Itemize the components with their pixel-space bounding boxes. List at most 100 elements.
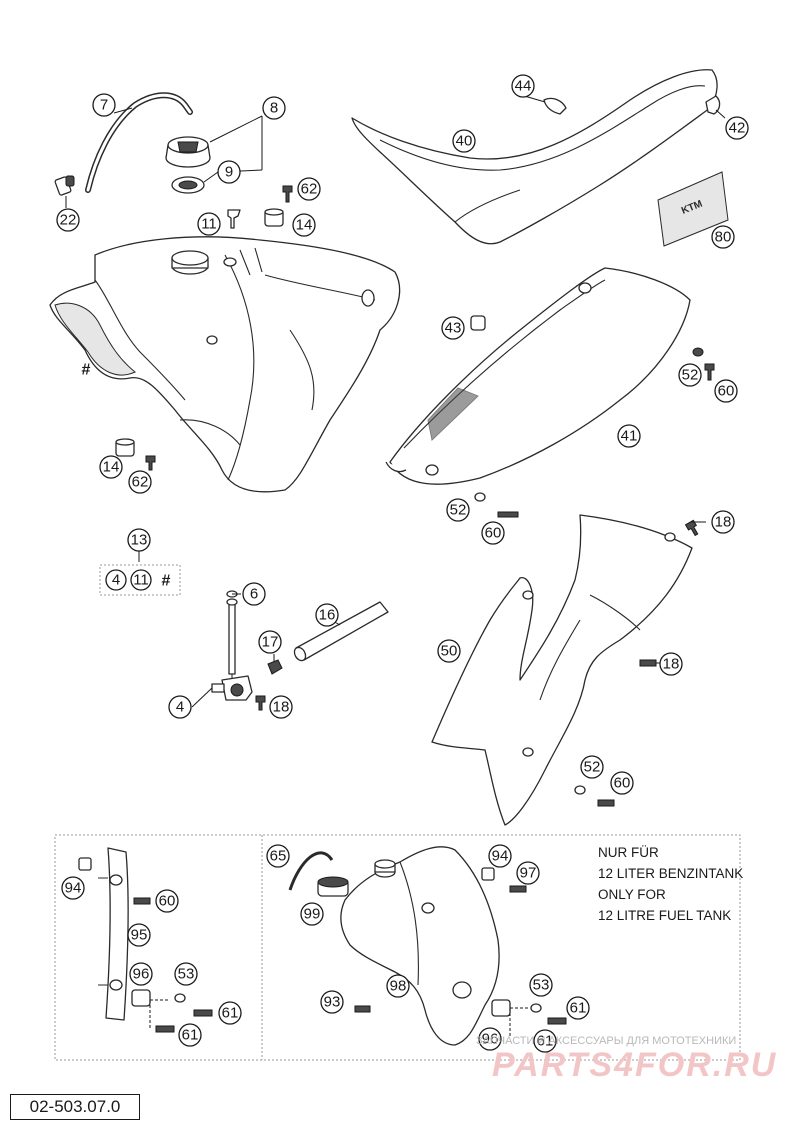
hash-mark: #: [82, 362, 91, 379]
screw-60b: [497, 511, 519, 518]
kit-item-4: 4: [105, 569, 127, 591]
fuel-tank: [49, 236, 401, 493]
callout-99: 99: [300, 902, 324, 926]
svg-text:61: 61: [570, 1000, 587, 1017]
svg-text:7: 7: [100, 97, 108, 114]
note-line-1: NUR FÜR: [598, 845, 659, 860]
svg-text:13: 13: [131, 532, 148, 549]
svg-text:14: 14: [296, 217, 313, 234]
rubber-block-96a: [131, 989, 151, 1007]
callout-96-right: 96: [478, 1027, 502, 1051]
svg-text:97: 97: [520, 865, 537, 882]
svg-text:42: 42: [729, 120, 746, 137]
svg-text:8: 8: [270, 100, 278, 117]
callout-62-lower: 62: [128, 470, 152, 494]
svg-text:94: 94: [492, 848, 509, 865]
callout-4: 4: [168, 695, 192, 719]
svg-text:61: 61: [222, 1005, 239, 1022]
svg-text:80: 80: [715, 229, 732, 246]
callout-18-top: 18: [711, 510, 735, 534]
watermark-subtitle: ЗАПЧАСТИ И АКСЕССУАРЫ ДЛЯ МОТОТЕХНИКИ: [476, 1035, 736, 1047]
svg-text:16: 16: [319, 607, 336, 624]
kit-contents-box: 4 11 #: [99, 564, 181, 596]
rubber-bushing-14b: [115, 438, 135, 457]
svg-text:17: 17: [262, 634, 279, 651]
note-line-4: 12 LITRE FUEL TANK: [598, 908, 731, 923]
callout-8: 8: [262, 96, 286, 120]
callout-18-shroud: 18: [659, 652, 683, 676]
callout-40: 40: [452, 129, 476, 153]
callout-9: 9: [217, 160, 241, 184]
callout-61-left-b: 61: [178, 1023, 202, 1047]
callout-97: 97: [516, 861, 540, 885]
svg-text:62: 62: [132, 474, 149, 491]
rubber-bushing-14a: [264, 208, 284, 227]
callout-22: 22: [56, 208, 80, 232]
screw-18b: [255, 695, 266, 711]
svg-text:60: 60: [718, 383, 735, 400]
svg-text:98: 98: [390, 978, 407, 995]
callout-62-top: 62: [297, 177, 321, 201]
tank-cap-99: [288, 851, 349, 897]
callout-80: 80: [711, 225, 735, 249]
callout-98: 98: [386, 974, 410, 998]
callout-44: 44: [511, 74, 535, 98]
callout-93: 93: [320, 990, 344, 1014]
callout-17: 17: [258, 630, 282, 654]
svg-text:95: 95: [131, 927, 148, 944]
note-line-3: ONLY FOR: [598, 887, 666, 902]
callout-41: 41: [617, 424, 641, 448]
watermark: ЗАПЧАСТИ И АКСЕССУАРЫ ДЛЯ МОТОТЕХНИКИ PA…: [476, 1035, 777, 1084]
callout-53-left: 53: [174, 962, 198, 986]
grommet-43: [470, 315, 486, 331]
fuel-tap: [211, 598, 253, 701]
callout-14-top: 14: [292, 213, 316, 237]
screw-62a: [282, 185, 293, 203]
svg-text:99: 99: [304, 906, 321, 923]
screw-93: [354, 1005, 371, 1013]
callout-43: 43: [441, 316, 465, 340]
callout-96-left: 96: [129, 962, 153, 986]
svg-text:96: 96: [482, 1031, 499, 1048]
svg-text:41: 41: [621, 428, 638, 445]
inset-frame: [54, 834, 741, 1061]
washer-52c: [574, 785, 586, 795]
svg-text:22: 22: [60, 212, 77, 229]
callout-18-tap: 18: [269, 695, 293, 719]
svg-text:94: 94: [65, 880, 82, 897]
svg-text:4: 4: [176, 699, 184, 716]
svg-text:11: 11: [133, 572, 149, 589]
screw-60d: [133, 897, 151, 905]
svg-text:40: 40: [456, 133, 473, 150]
svg-text:60: 60: [614, 775, 631, 792]
callout-14-lower: 14: [99, 455, 123, 479]
svg-text:52: 52: [584, 759, 601, 776]
screw-61a: [193, 1009, 213, 1017]
svg-text:93: 93: [324, 994, 341, 1011]
callout-52-lower: 52: [580, 755, 604, 779]
kit-item-hash: #: [162, 573, 171, 590]
radiator-shroud: [431, 514, 693, 826]
diagram-code: 02-503.07.0: [10, 1094, 140, 1120]
spacer-94b: [481, 867, 495, 881]
svg-text:60: 60: [485, 525, 502, 542]
svg-text:62: 62: [301, 181, 318, 198]
callout-60-right: 60: [714, 379, 738, 403]
svg-text:43: 43: [445, 320, 462, 337]
note-line-2: 12 LITER BENZINTANK: [598, 866, 743, 881]
watermark-brand: PARTS4FOR.RU: [492, 1046, 777, 1084]
svg-text:96: 96: [133, 966, 150, 983]
kit-item-11: 11: [130, 569, 152, 591]
washer-52a: [692, 347, 704, 357]
screw-18a: [684, 519, 699, 537]
svg-text:11: 11: [201, 216, 217, 233]
callout-61-right-a: 61: [566, 996, 590, 1020]
side-cover: [385, 267, 691, 485]
svg-text:18: 18: [273, 699, 290, 716]
callout-94-right: 94: [488, 844, 512, 868]
screw-62b: [145, 455, 156, 471]
svg-text:61: 61: [537, 1033, 554, 1050]
svg-text:60: 60: [159, 893, 176, 910]
svg-text:9: 9: [225, 164, 233, 181]
svg-text:52: 52: [682, 367, 699, 384]
